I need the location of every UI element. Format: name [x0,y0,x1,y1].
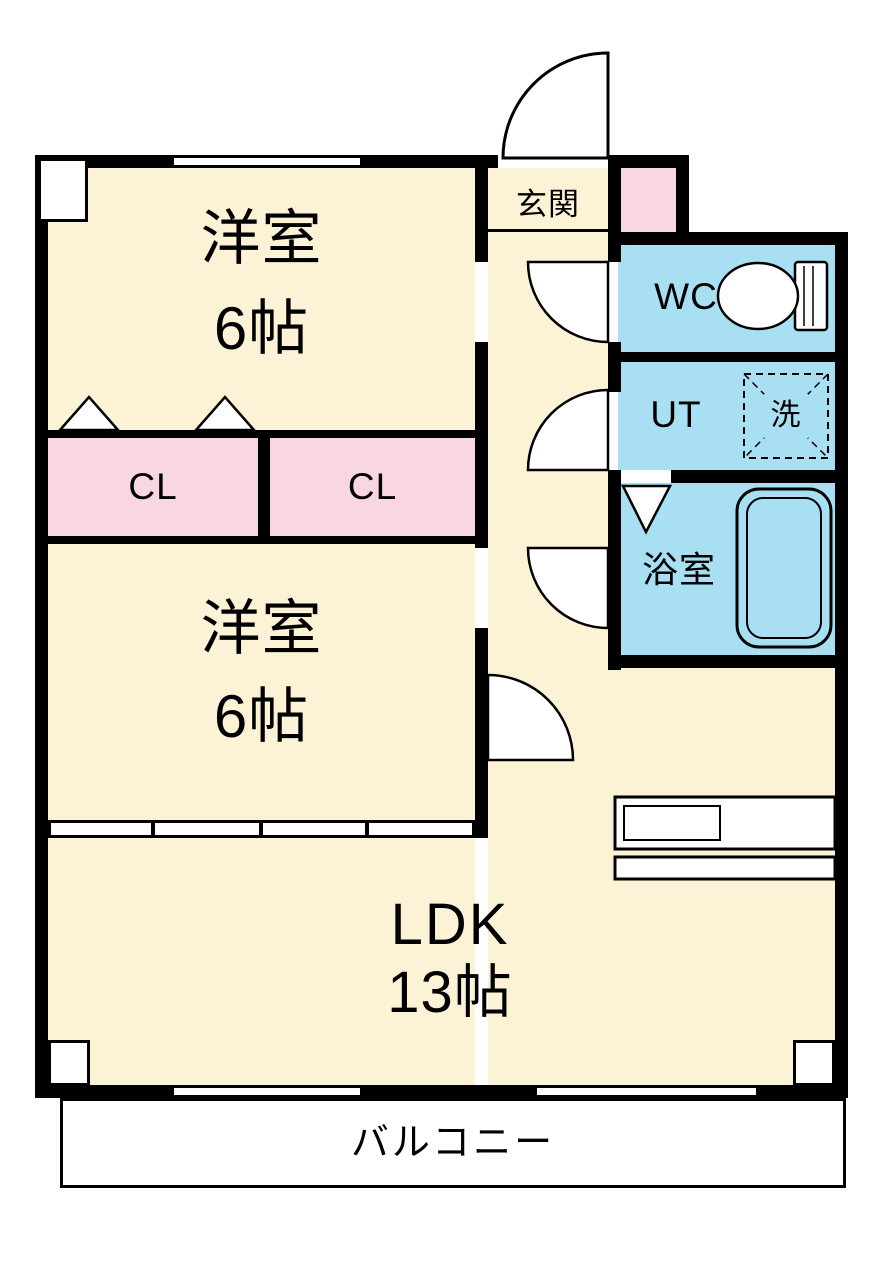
wall-hall-right-3 [608,470,621,670]
laundry-label: 洗 [764,394,808,438]
wall-bottom-b [362,1085,535,1098]
hallway [488,168,608,670]
wall-hall-left-3 [475,628,488,838]
wall-left [35,155,48,1098]
entrance-label: 玄関 [516,186,580,222]
closet-right [270,438,475,536]
window-bottom-right [535,1085,758,1098]
pillar-bottom-right [793,1040,835,1086]
bedroom2-name: 洋室 [200,595,323,662]
closet-right-label: CL [347,465,398,507]
wall-top-b [362,155,498,168]
wc-label: WC [654,275,718,317]
pillar-bottom-left [48,1040,90,1086]
closet-left [48,438,258,536]
wall-bath-ldk [608,655,848,668]
ldk-size: 13帖 [387,960,513,1025]
wall-closet-bottom [48,536,475,544]
room-bedroom-2 [48,544,475,820]
entrance-step [618,168,676,232]
wall-bottom-c [758,1085,848,1098]
wall-hall-left-1 [475,168,488,262]
bathroom-label: 浴室 [641,549,716,590]
room-bedroom-1 [48,168,475,430]
window-top [172,155,362,168]
sliding-door-partition [48,820,475,838]
balcony [60,1098,846,1188]
entrance-step-line [488,229,608,232]
wall-ut-bath [671,470,848,483]
wall-entrance-right [676,155,689,245]
bedroom1-name: 洋室 [200,205,323,272]
wall-hall-left-2 [475,342,488,548]
wall-wc-ut [608,352,848,362]
bedroom1-size: 6帖 [213,295,310,362]
wall-top-c [608,155,688,168]
partition-tick [151,823,155,835]
ut-label: UT [650,393,702,435]
partition-tick [365,823,369,835]
entrance-door-arc [501,51,610,160]
balcony-label: バルコニー [350,1122,556,1164]
pillar-top-left [38,158,88,222]
room-ldk-left [48,838,475,1085]
wall-hall-right-1 [608,168,621,262]
bedroom2-size: 6帖 [213,683,310,750]
wall-wc-top [608,232,848,245]
wall-closet-mid [258,430,270,544]
window-bottom-left [172,1085,362,1098]
ldk-name: LDK [390,892,510,957]
wall-bottom-a [35,1085,172,1098]
closet-left-label: CL [128,465,178,507]
partition-tick [259,823,263,835]
